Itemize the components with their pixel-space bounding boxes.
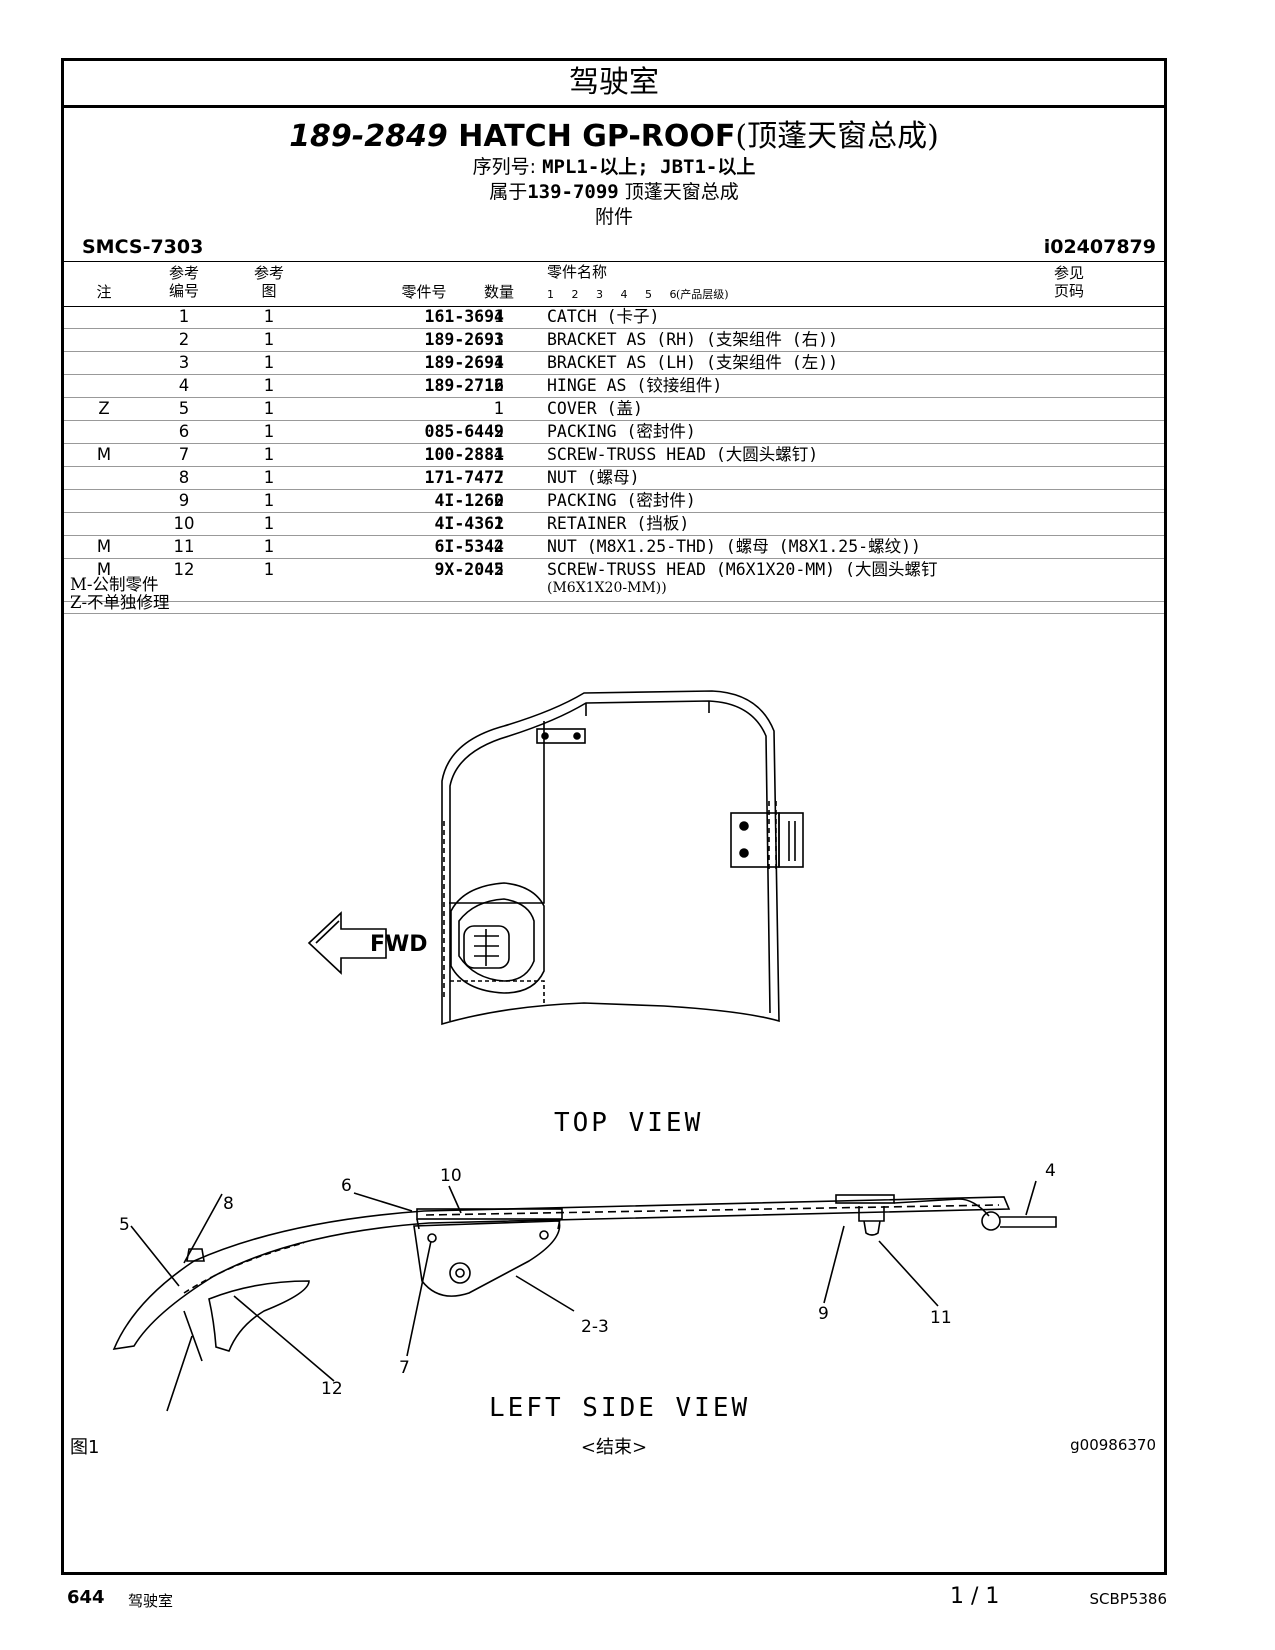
- svg-text:12: 12: [321, 1379, 343, 1399]
- legend-metric: M-公制零件: [70, 575, 159, 594]
- figure-label: 图1: [70, 1437, 100, 1458]
- top-view-hatch: [307, 690, 804, 1026]
- svg-text:8: 8: [223, 1194, 234, 1214]
- legend-not-serviced: Z-不单独修理: [70, 593, 170, 612]
- callout-labels: 10 4 6 8 5 2-3 9 11 12 7 1: [119, 1161, 1056, 1399]
- table-header: 注 参考 编号 参考 图 零件号 数量 零件名称 1 2 3 4 5 6 (产品…: [64, 261, 1164, 307]
- svg-text:5: 5: [119, 1215, 130, 1235]
- svg-text:9: 9: [818, 1304, 829, 1324]
- header-ref-no: 编号: [168, 282, 199, 300]
- exploded-drawing: FWD TOP VIEW: [112, 690, 1057, 1421]
- header-qty: 数量: [483, 283, 514, 301]
- attachment-label: 附件: [594, 206, 633, 228]
- svg-text:2-3: 2-3: [581, 1317, 609, 1337]
- header-see-page: 页码: [1053, 282, 1084, 300]
- fwd-label: FWD: [370, 932, 428, 957]
- side-view-label: LEFT SIDE VIEW: [489, 1393, 750, 1421]
- footer-section: 驾驶室: [128, 1592, 174, 1610]
- header-block: 189-2849 HATCH GP-ROOF(顶蓬天窗总成) 序列号: MPL1…: [64, 119, 1164, 230]
- section-title: 驾驶室: [64, 61, 1164, 108]
- group-name: HATCH GP-ROOF: [458, 119, 736, 154]
- smcs-code: SMCS-7303: [82, 236, 204, 258]
- parent-part-number: 139-7099: [527, 181, 619, 203]
- serial-values: MPL1-以上; JBT1-以上: [542, 156, 756, 178]
- svg-text:10: 10: [440, 1166, 462, 1186]
- header-ref-fig: 图: [261, 282, 277, 300]
- footer-page-number: 644: [67, 1587, 105, 1608]
- group-name-cn: (顶蓬天窗总成): [735, 119, 939, 154]
- side-view-hatch: [112, 1180, 1057, 1412]
- header-levels: 1 2 3 4 5 6: [547, 288, 684, 301]
- page-frame: 驾驶室 189-2849 HATCH GP-ROOF(顶蓬天窗总成) 序列号: …: [61, 58, 1167, 1575]
- header-part-name: 零件名称: [547, 263, 608, 281]
- header-levels-note: (产品层级): [676, 288, 729, 301]
- group-title: 189-2849 HATCH GP-ROOF(顶蓬天窗总成): [64, 119, 1164, 155]
- serial-line: 序列号: MPL1-以上; JBT1-以上: [472, 156, 756, 178]
- parent-line: 属于139-7099 顶蓬天窗总成: [489, 181, 739, 203]
- svg-text:7: 7: [399, 1358, 410, 1378]
- svg-text:6: 6: [341, 1176, 352, 1196]
- footer-page-count: 1 / 1: [950, 1584, 1000, 1609]
- top-view-label: TOP VIEW: [554, 1108, 703, 1138]
- divider: [64, 613, 1164, 614]
- header-note: 注: [96, 283, 112, 301]
- footer-document-id: SCBP5386: [1089, 1590, 1167, 1608]
- svg-text:11: 11: [930, 1308, 952, 1328]
- group-part-number: 189-2849: [289, 119, 448, 154]
- graphic-id: g00986370: [1070, 1436, 1156, 1454]
- header-part-no: 零件号: [401, 283, 447, 301]
- end-label: <结束>: [580, 1437, 648, 1458]
- illustration-id: i02407879: [1043, 236, 1156, 258]
- legend: M-公制零件 Z-不单独修理: [70, 576, 170, 612]
- svg-text:4: 4: [1045, 1161, 1056, 1181]
- parent-name: 顶蓬天窗总成: [624, 181, 739, 203]
